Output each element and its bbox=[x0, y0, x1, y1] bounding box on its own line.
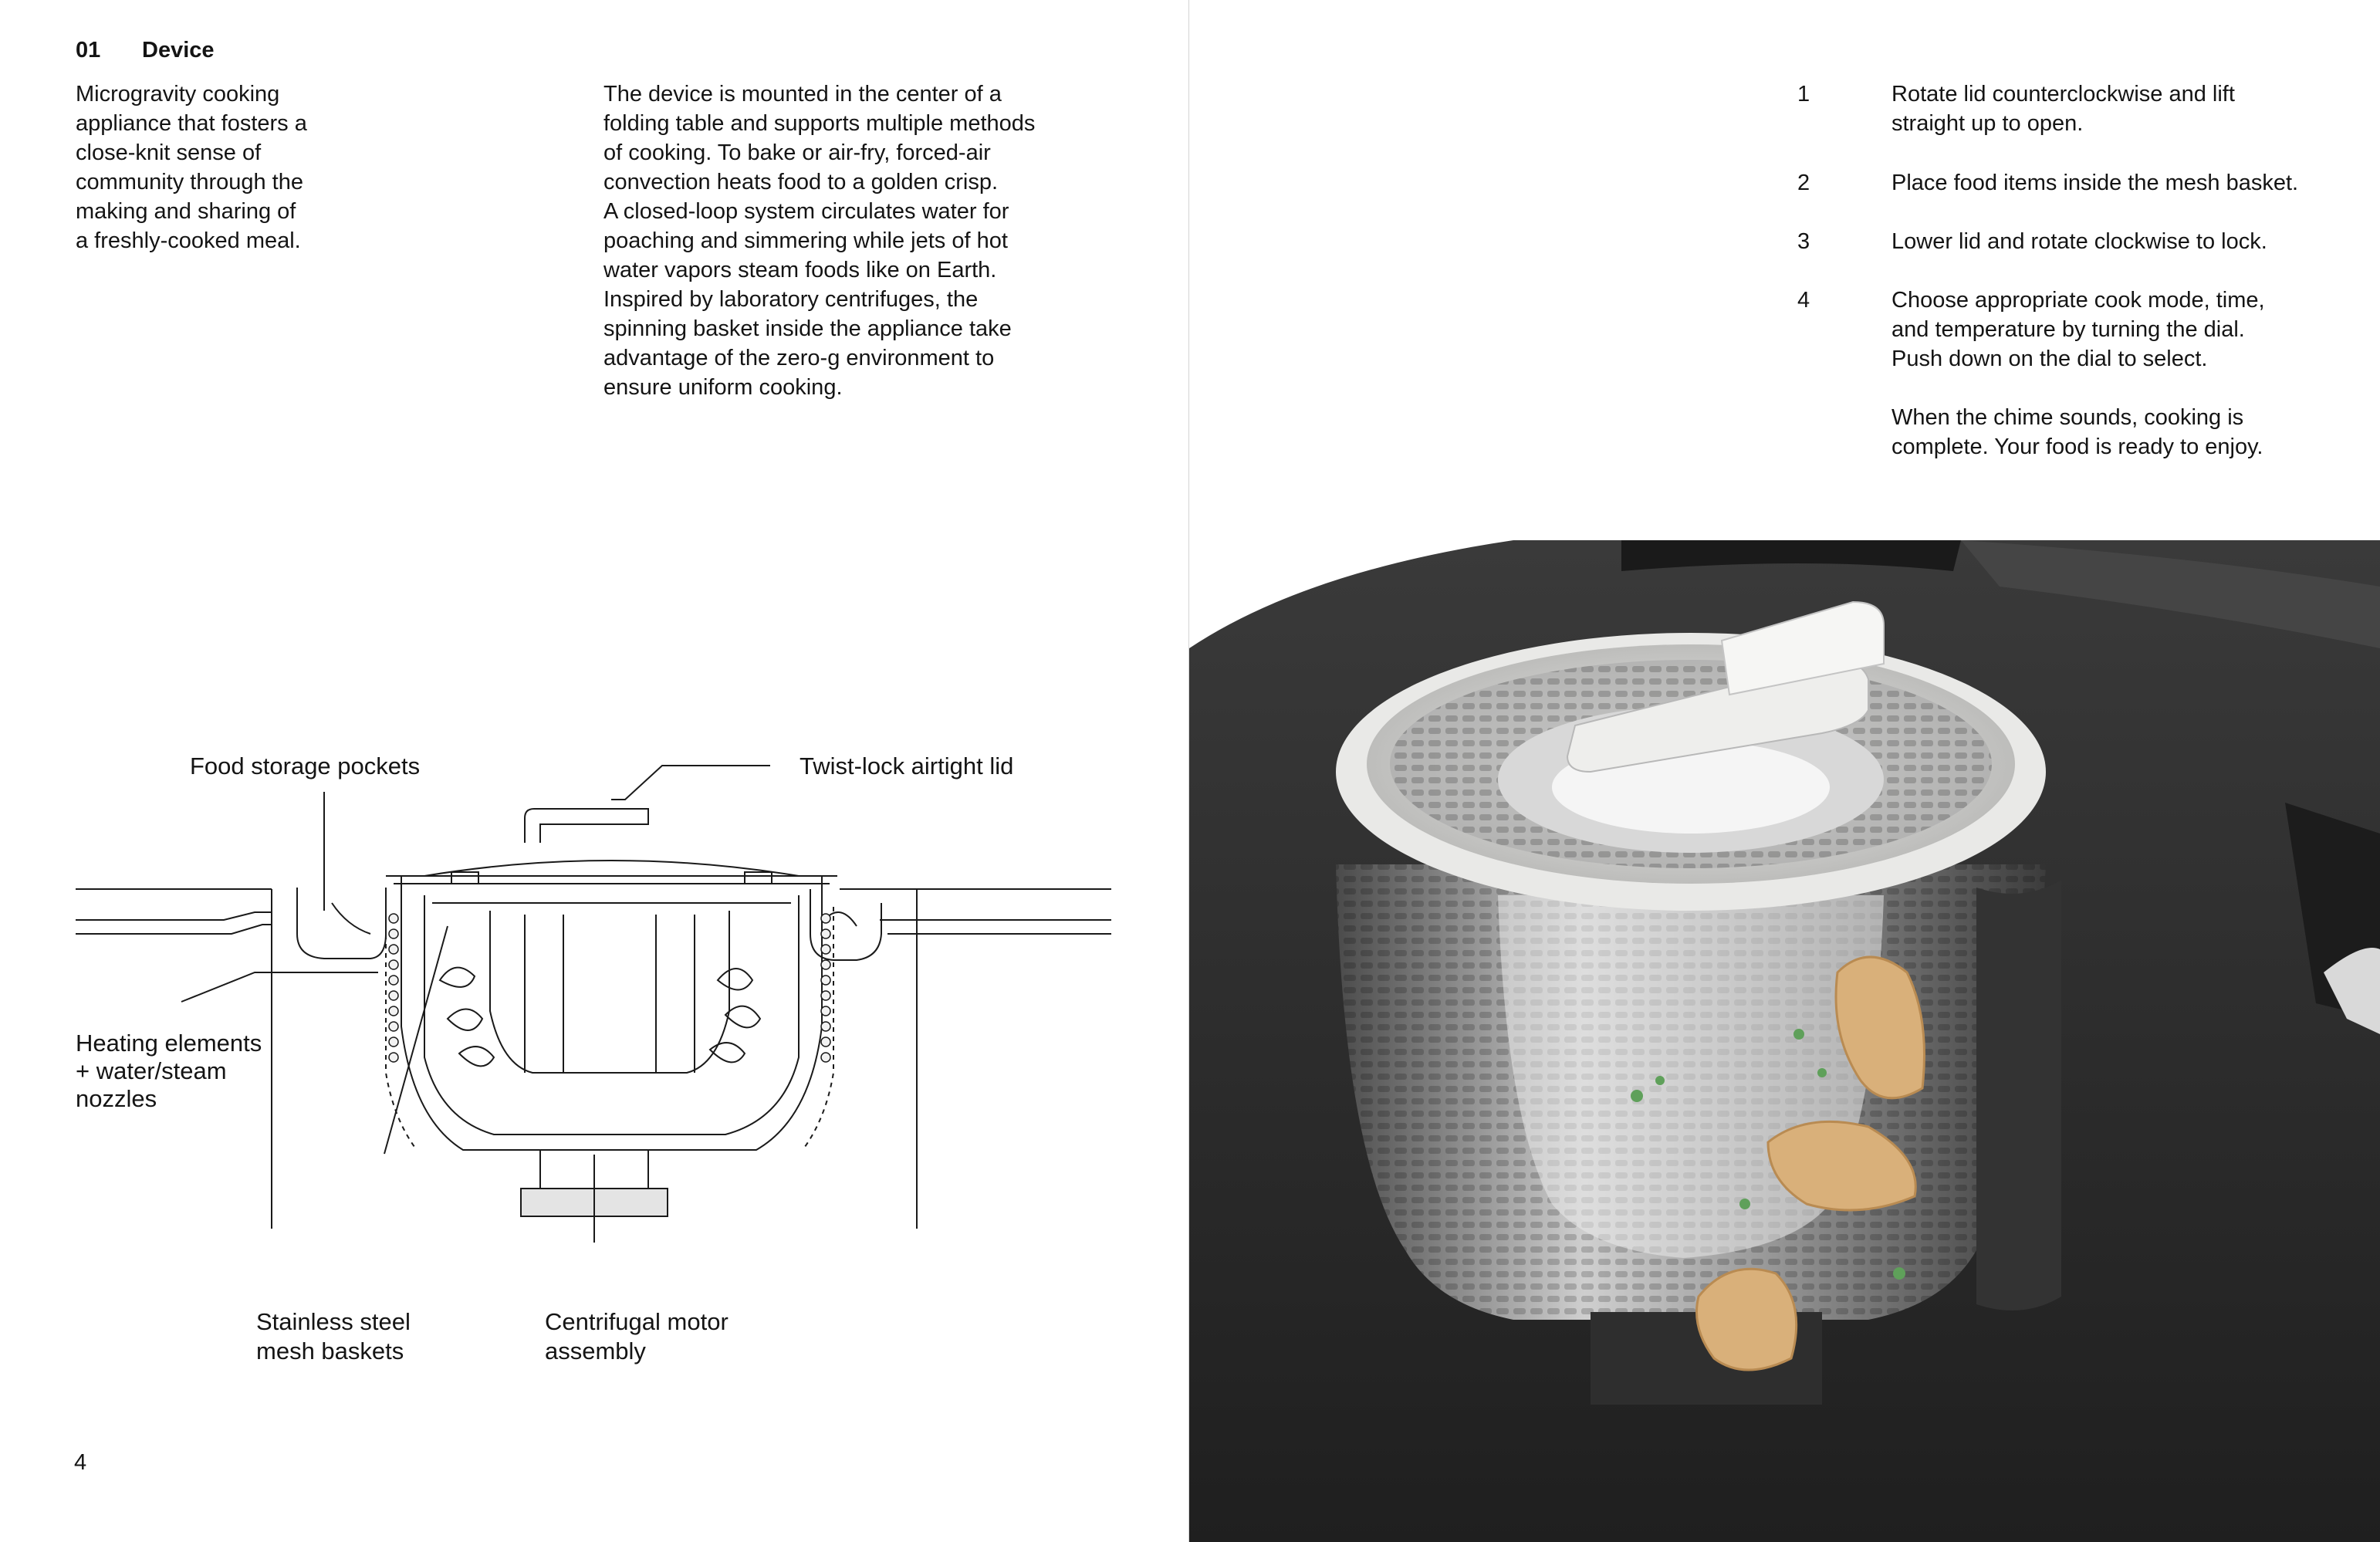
closing-text: When the chime sounds, cooking is comple… bbox=[1891, 405, 2263, 459]
label-food-storage: Food storage pockets bbox=[190, 752, 421, 779]
step-3-number: 3 bbox=[1797, 229, 1810, 254]
left-page: 01 Device Microgravity cooking appliance… bbox=[0, 0, 1188, 1542]
section-number: 01 bbox=[76, 38, 101, 63]
label-motor: Centrifugal motor assembly bbox=[545, 1308, 729, 1364]
step-4-number: 4 bbox=[1797, 288, 1810, 313]
step-2-number: 2 bbox=[1797, 171, 1810, 195]
step-3-text: Lower lid and rotate clockwise to lock. bbox=[1891, 229, 2267, 254]
step-2-text: Place food items inside the mesh basket. bbox=[1891, 171, 2299, 195]
section-title: Device bbox=[142, 38, 215, 63]
step-1-text: Rotate lid counterclockwise and lift str… bbox=[1891, 82, 2235, 136]
intro-text: Microgravity cooking appliance that fost… bbox=[76, 82, 307, 253]
step-1-number: 1 bbox=[1797, 82, 1810, 107]
page-number: 4 bbox=[74, 1450, 87, 1475]
label-lid: Twist-lock airtight lid bbox=[800, 752, 1014, 779]
step-4-text: Choose appropriate cook mode, time, and … bbox=[1891, 288, 2265, 371]
device-render-image bbox=[1189, 540, 2380, 1542]
label-baskets: Stainless steel mesh baskets bbox=[256, 1308, 411, 1364]
label-heating: Heating elements + water/steam nozzles bbox=[76, 1030, 262, 1112]
right-page: 1 Rotate lid counterclockwise and lift s… bbox=[1189, 0, 2380, 1542]
device-cross-section-diagram bbox=[76, 765, 1111, 1243]
body-text: The device is mounted in the center of a… bbox=[603, 82, 1036, 400]
